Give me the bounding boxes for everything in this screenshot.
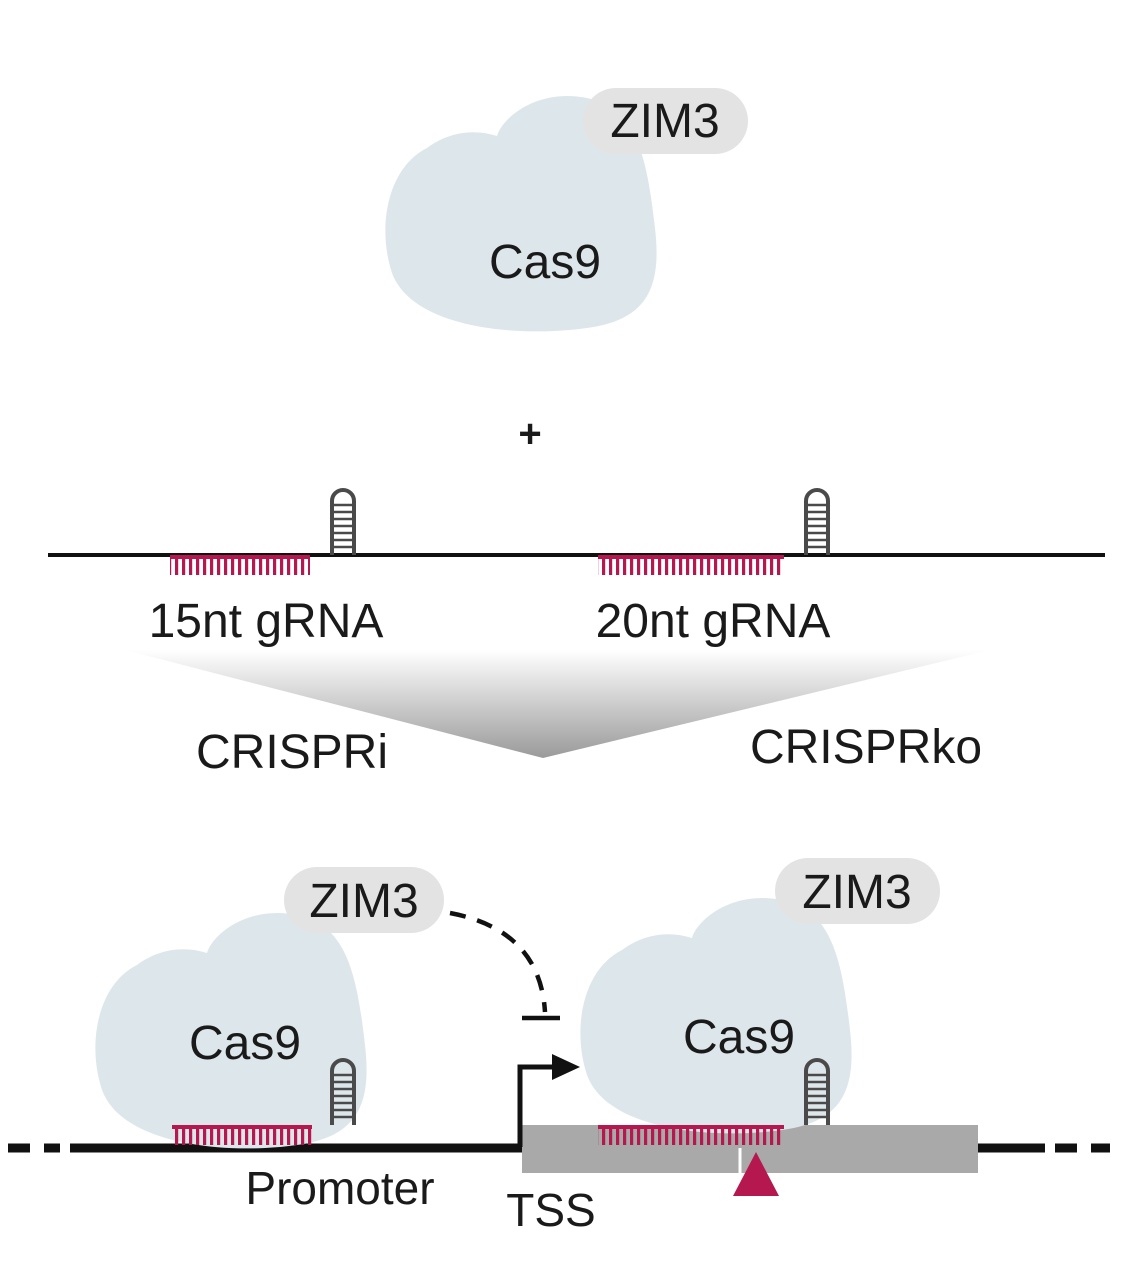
right-zim3-label: ZIM3	[802, 866, 911, 919]
promoter-label: Promoter	[245, 1162, 434, 1214]
grna-construct: 15nt gRNA 20nt gRNA	[48, 488, 1105, 648]
long-guide-label: 20nt gRNA	[596, 595, 831, 648]
crispri-label: CRISPRi	[196, 726, 388, 779]
right-zim3-pill	[775, 858, 940, 924]
short-guide-hairpin	[330, 488, 356, 557]
inhibition-dashed-arc	[449, 910, 548, 1013]
long-guide-hairpin	[804, 488, 830, 557]
left-cas9-label: Cas9	[189, 1017, 301, 1070]
plus-sign: +	[518, 412, 541, 456]
left-cas9-complex: ZIM3 Cas9	[95, 867, 444, 1149]
top-zim3-label: ZIM3	[610, 95, 719, 148]
crisprko-label: CRISPRko	[750, 721, 982, 774]
short-guide-teeth	[170, 557, 310, 575]
left-guide-teeth	[172, 1127, 312, 1145]
top-cas9-label: Cas9	[489, 236, 601, 289]
right-guide-teeth	[598, 1127, 784, 1145]
tss-arrow-head	[552, 1054, 580, 1080]
right-cas9-complex: ZIM3 Cas9	[580, 858, 940, 1145]
right-cas9-label: Cas9	[683, 1011, 795, 1064]
tss-label: TSS	[506, 1184, 595, 1236]
long-guide-teeth	[598, 557, 784, 575]
tss-arrow-line	[517, 1064, 555, 1147]
short-guide-label: 15nt gRNA	[149, 595, 384, 648]
top-zim3-pill	[583, 88, 748, 154]
left-zim3-pill	[284, 867, 444, 933]
cut-site-triangle	[733, 1152, 779, 1196]
funnel-shape	[125, 650, 990, 758]
left-zim3-label: ZIM3	[309, 875, 418, 928]
top-cas9-complex: ZIM3 Cas9	[385, 88, 748, 332]
